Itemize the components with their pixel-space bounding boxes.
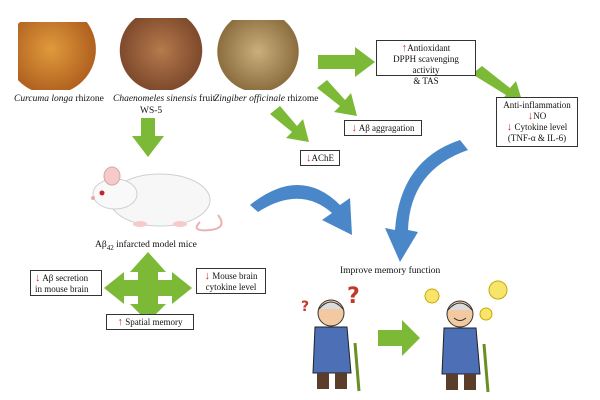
up-arrow-icon: ↑ xyxy=(117,316,124,328)
question-mark-icon: ? xyxy=(301,299,309,315)
up-arrow-icon: ↑ xyxy=(401,42,408,54)
abeta-aggregation-box: ↓ Aβ aggragation xyxy=(344,120,422,136)
four-way-arrow xyxy=(104,252,192,322)
lightbulb-icon xyxy=(424,280,508,321)
arrow-to-antioxidant xyxy=(318,47,375,77)
blue-arrow-left xyxy=(250,185,352,235)
mouse-label: Aβ42 infarcted model mice xyxy=(95,240,197,252)
down-arrow-icon: ↓ xyxy=(204,270,211,282)
zingiber-photo xyxy=(215,20,301,90)
herb-caption-zingiber: Zingiber officinale rhizome xyxy=(214,94,319,104)
arrow-to-mouse xyxy=(132,118,164,157)
arrow-to-abeta-aggregation xyxy=(317,80,357,116)
antioxidant-box: ↑Antioxidant DPPH scavenging activity & … xyxy=(376,40,476,86)
blue-arrows xyxy=(250,140,468,262)
arrow-between-men xyxy=(378,320,420,356)
green-arrows xyxy=(104,47,523,356)
abeta-secretion-box: ↓ Aβ secretion in mouse brain xyxy=(30,270,102,296)
happy-old-man-illustration xyxy=(424,280,508,393)
herb-caption-chaenomeles: Chaenomeles sinensis fruit xyxy=(113,94,216,104)
down-arrow-icon: ↓ xyxy=(351,122,357,134)
blue-arrow-right xyxy=(385,140,468,262)
confused-old-man-illustration: ? ? xyxy=(301,284,361,392)
down-arrow-icon: ↓ xyxy=(35,272,41,284)
anti-inflammation-box: Anti-inflammation ↓NO ↓ Cytokine level (… xyxy=(496,97,578,147)
arrow-to-ache xyxy=(270,106,309,142)
question-mark-icon: ? xyxy=(347,284,360,309)
spatial-memory-box: ↑ Spatial memory xyxy=(106,314,194,330)
curcuma-photo xyxy=(18,22,100,90)
down-arrow-icon: ↓ xyxy=(506,121,513,133)
improve-memory-label: Improve memory function xyxy=(340,266,441,276)
ache-box: ↓AChE xyxy=(300,150,340,166)
down-arrow-icon: ↓ xyxy=(306,152,312,164)
mouse-cytokine-box: ↓ Mouse brain cytokine level xyxy=(196,268,266,294)
arrow-to-anti-inflammation xyxy=(472,66,523,104)
mouse-illustration xyxy=(91,166,223,232)
ws5-label: WS-5 xyxy=(140,106,163,116)
herb-caption-curcuma: Curcuma longa rhizone xyxy=(14,94,104,104)
down-arrow-icon: ↓ xyxy=(527,110,534,122)
chaenomeles-photo xyxy=(118,18,204,90)
